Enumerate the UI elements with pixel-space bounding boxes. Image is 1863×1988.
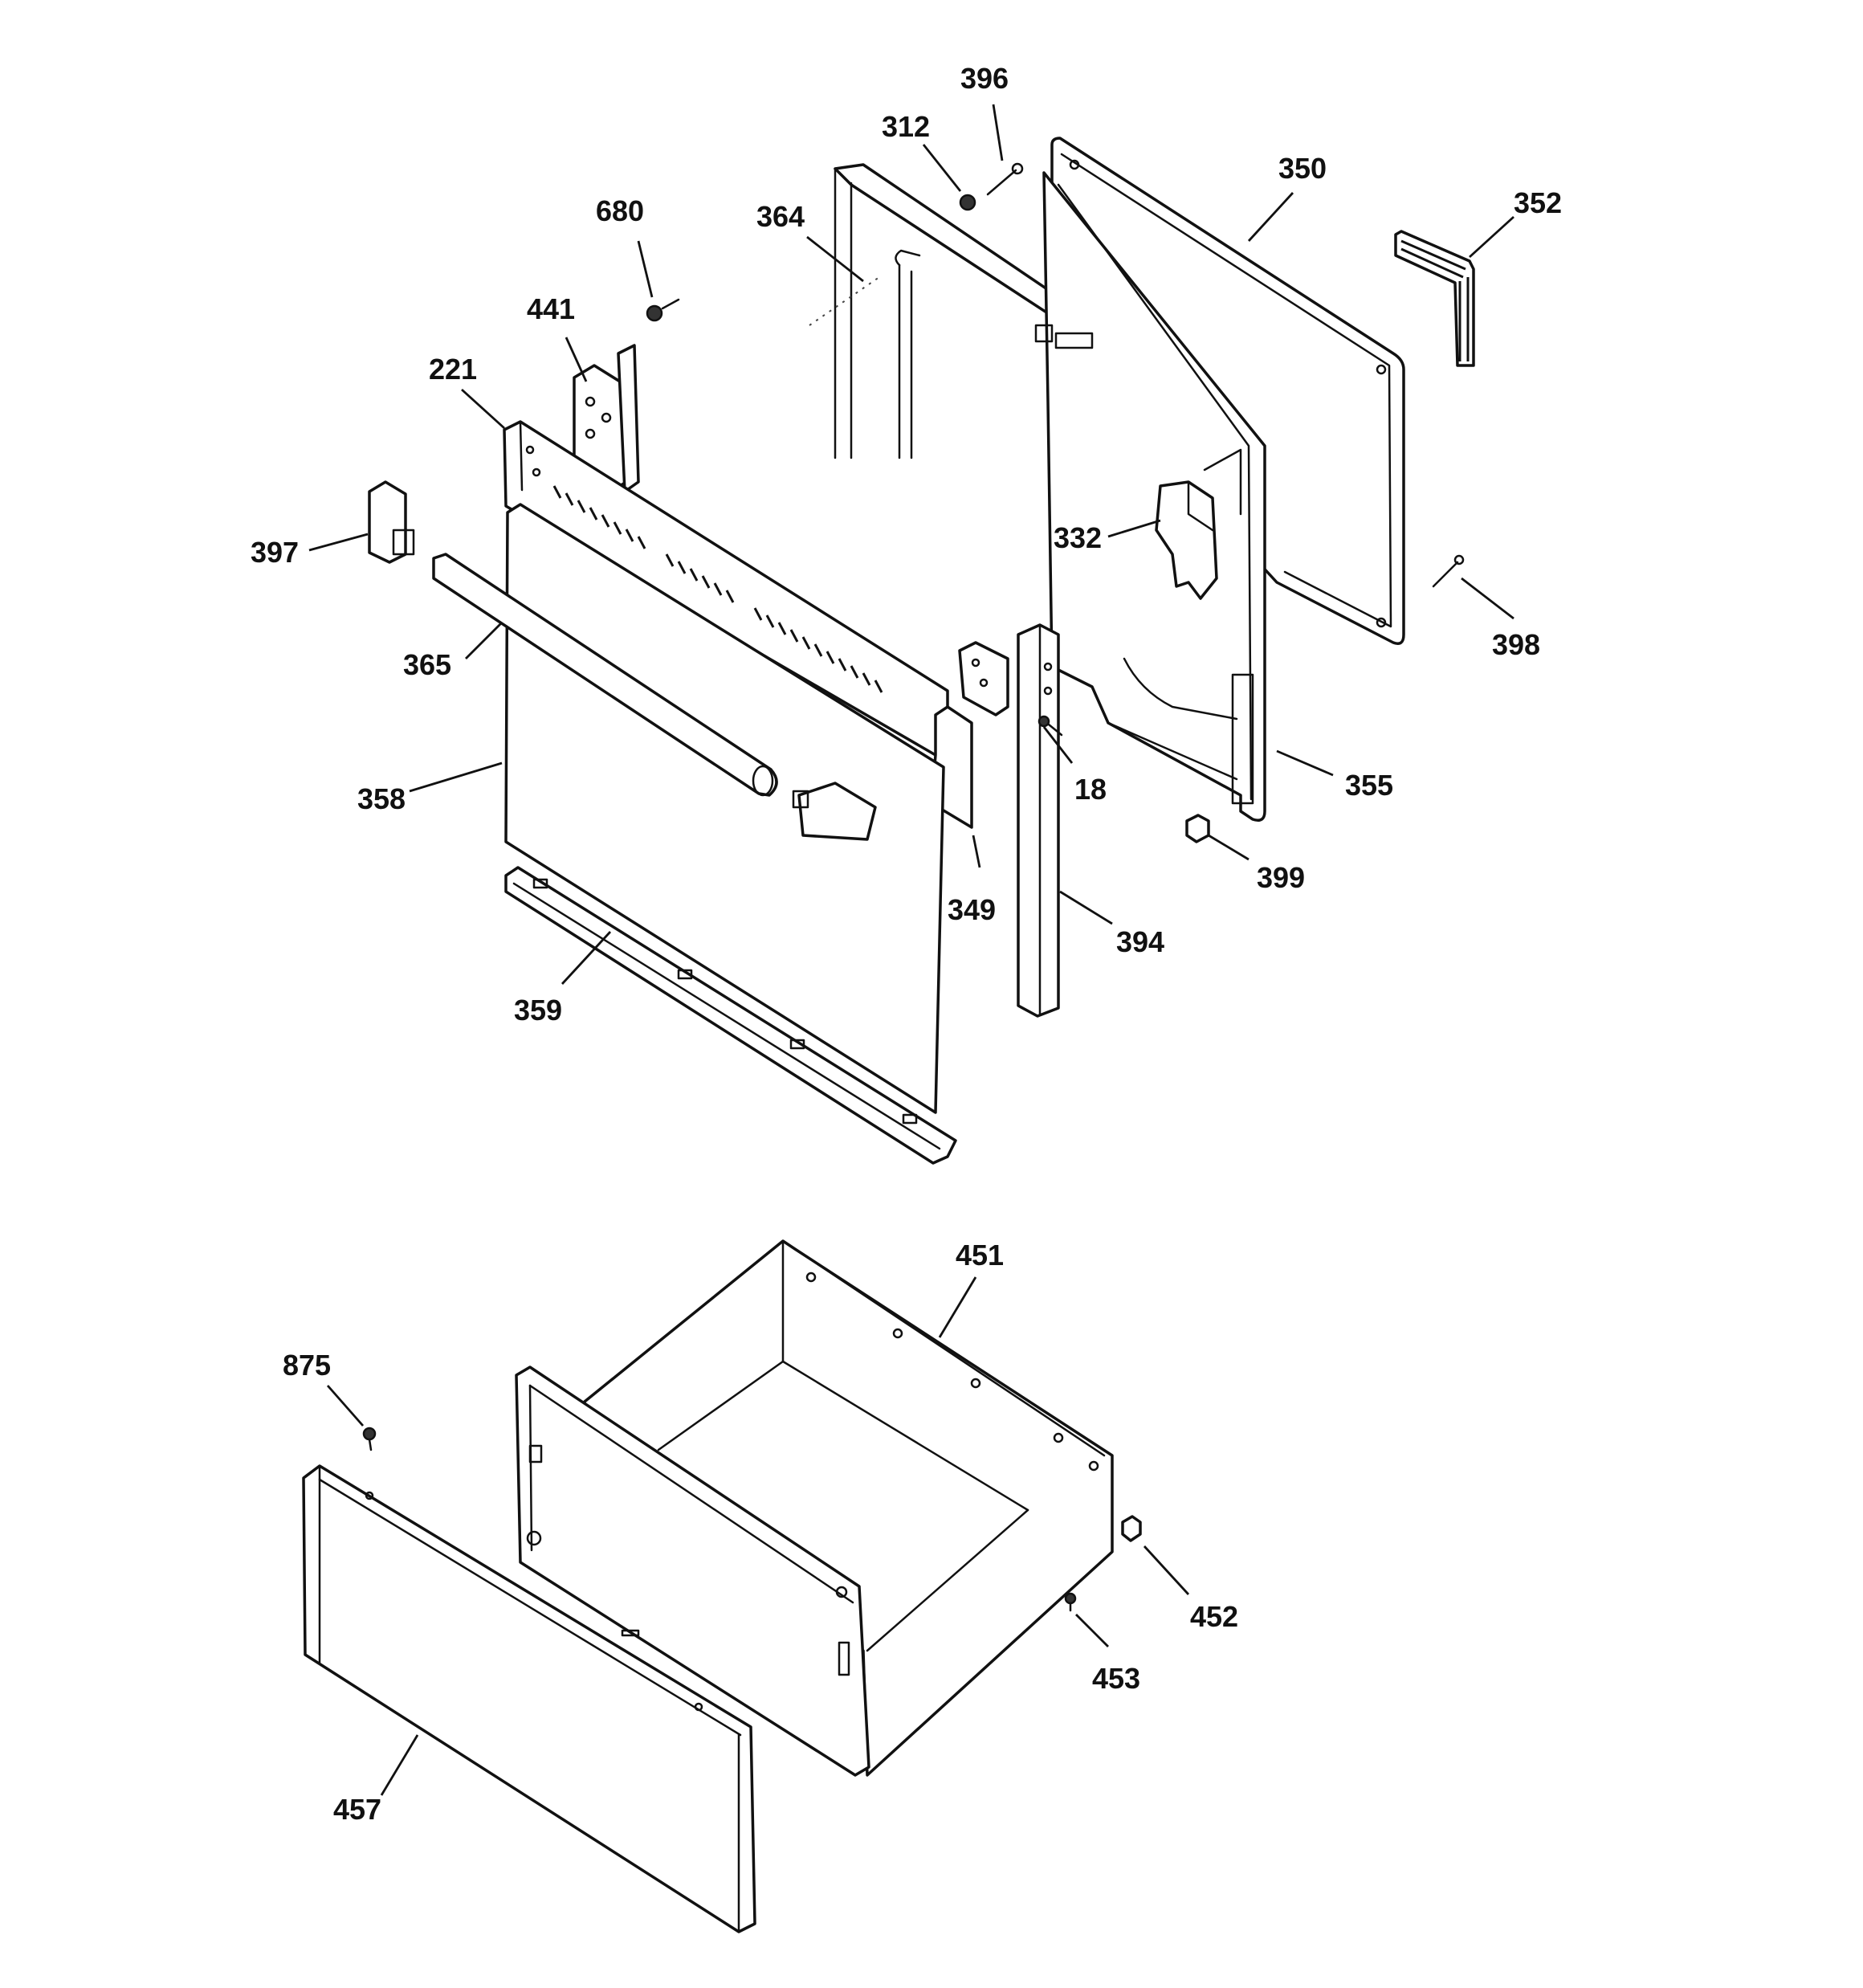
clip-452 [1121, 1515, 1142, 1542]
handle-bracket [792, 782, 877, 841]
callout-332: 332 [1054, 521, 1102, 554]
screw-18 [1037, 715, 1063, 737]
handle-365 [432, 553, 778, 797]
hinge-441 [573, 344, 640, 493]
screw-453 [1064, 1592, 1077, 1612]
callout-364: 364 [756, 200, 805, 233]
callout-18: 18 [1074, 773, 1107, 806]
callout-359: 359 [514, 994, 562, 1027]
callout-441: 441 [527, 292, 575, 325]
door-panel-358 [504, 503, 945, 1114]
inner-door-panel-350 [1050, 137, 1405, 645]
drawer-451 [515, 1239, 1114, 1777]
callout-350: 350 [1278, 152, 1327, 185]
callout-221: 221 [429, 353, 477, 386]
callout-358: 358 [357, 782, 406, 815]
insulation-block-332 [1155, 480, 1218, 600]
drawer-front-457 [302, 1464, 756, 1933]
callout-349: 349 [948, 893, 996, 926]
callout-398: 398 [1492, 628, 1540, 661]
callout-453: 453 [1092, 1662, 1140, 1695]
screw-875 [362, 1427, 377, 1451]
callout-394: 394 [1116, 925, 1164, 958]
leader-lines [308, 104, 1514, 1796]
nut-312 [959, 194, 976, 211]
callout-labels: 396 312 350 352 680 364 441 221 397 332 … [251, 62, 1562, 1826]
callout-396: 396 [960, 62, 1009, 95]
clip-397 [368, 480, 415, 564]
callout-365: 365 [403, 648, 451, 681]
bottom-trim-359 [504, 866, 957, 1165]
screw-396 [986, 162, 1024, 196]
outer-door-355 [1034, 171, 1266, 822]
callout-355: 355 [1345, 769, 1393, 802]
callout-312: 312 [882, 110, 930, 143]
hinge-bracket [958, 641, 1009, 716]
callout-352: 352 [1514, 186, 1562, 219]
callout-457: 457 [333, 1793, 381, 1826]
screw-398 [1432, 554, 1465, 588]
callout-680: 680 [596, 194, 644, 227]
callout-452: 452 [1190, 1600, 1238, 1633]
screw-680 [646, 298, 680, 322]
callout-399: 399 [1257, 861, 1305, 894]
callout-397: 397 [251, 536, 299, 569]
callout-451: 451 [956, 1239, 1004, 1272]
block-399 [1185, 814, 1210, 843]
callout-875: 875 [283, 1349, 331, 1382]
side-trim-394 [1017, 623, 1060, 1018]
vent-grille-352 [1394, 230, 1475, 367]
